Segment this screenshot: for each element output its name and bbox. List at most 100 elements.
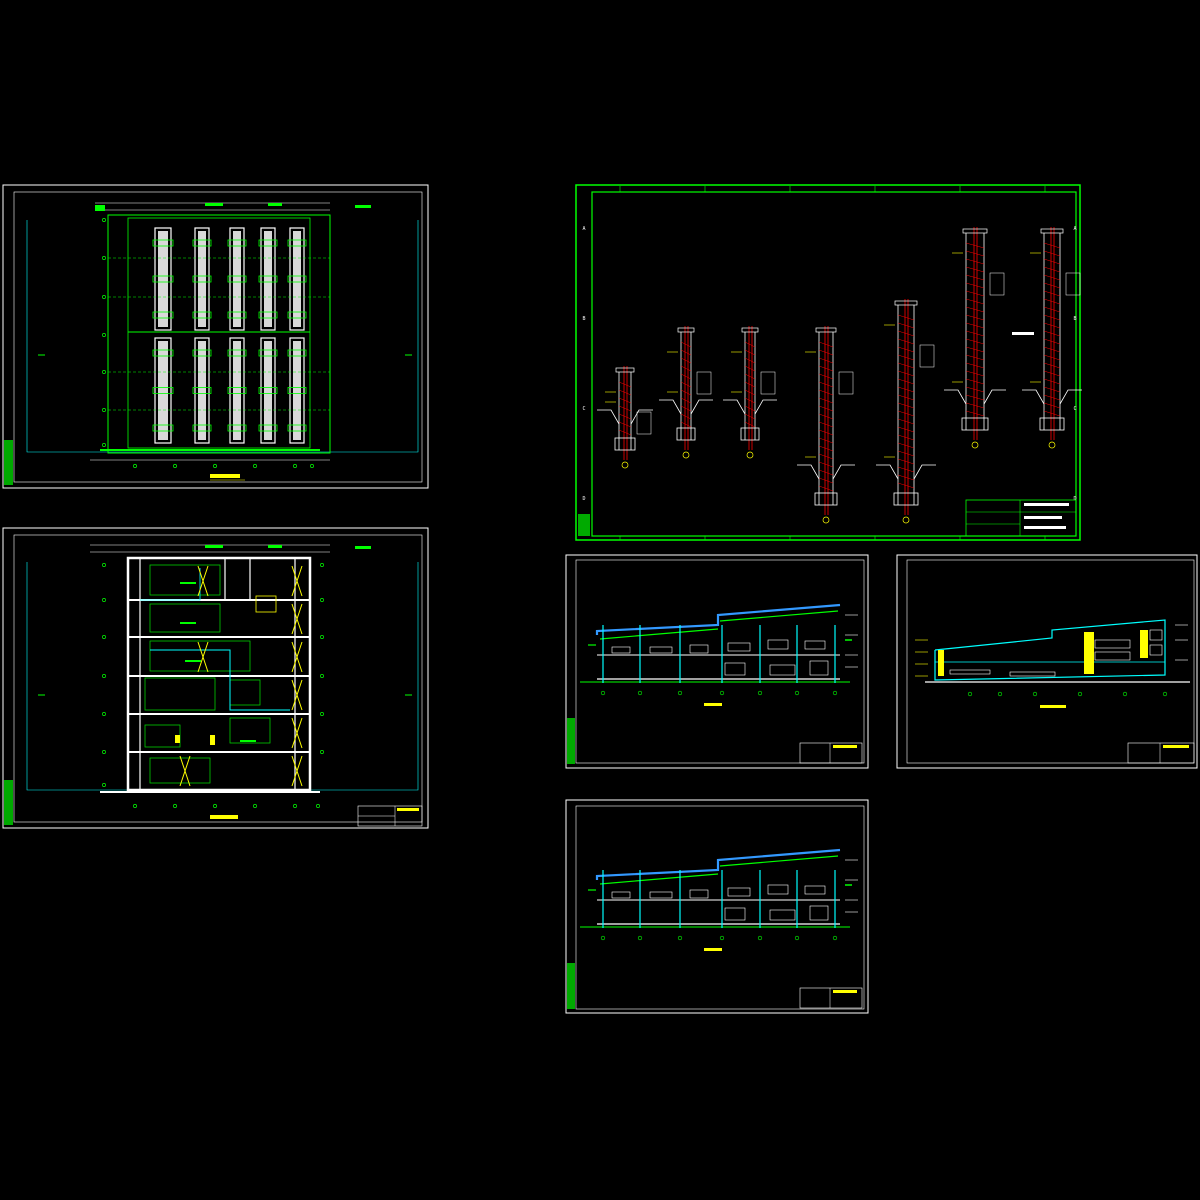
skylight-bracket [258,239,278,247]
axis-bubble [102,783,106,787]
skylight-bracket [287,387,307,394]
skylight-bracket [152,349,174,357]
hatch [897,410,915,417]
axis-bubble [320,712,324,716]
brace [291,603,303,635]
brace [197,641,209,673]
hatch [1043,298,1061,305]
skylight-frame [154,337,172,444]
interior-walls [128,558,310,790]
room-label [180,582,196,584]
axis-bubble [102,563,106,567]
axis-bubble [320,635,324,639]
sheet-outer-frame [575,184,1081,541]
bracket [597,409,620,425]
site-boundary [26,220,419,453]
column-cap [615,367,635,373]
hatch [818,461,834,468]
hatch [818,357,834,364]
bracket [983,389,1006,405]
skylight-bracket [152,387,174,394]
hatch [897,474,915,481]
detail-bubble [682,451,690,459]
equipment [809,660,829,676]
axis-bubbles [38,218,412,468]
title-block-text [397,808,419,811]
sheet-inner-frame [13,534,423,823]
hatch [965,306,985,313]
sheet-section-b[interactable] [565,799,869,1014]
title-block-text [1024,503,1069,506]
sheet-outer-frame [565,554,869,769]
hatch [818,477,834,484]
window [1009,671,1056,677]
skylight-glass [158,341,168,440]
sheet-inner-frame [575,559,865,764]
axis-bubble [133,464,137,468]
opening [767,884,789,895]
drawing-title-bar [210,815,238,819]
hatch [1043,258,1061,265]
title-strip [578,514,590,536]
axis-bubble [133,804,137,808]
opening [611,646,631,654]
bracket [723,399,746,415]
axis-bubble [637,690,643,696]
column-cap [815,327,837,333]
frame-row-label: A [582,226,585,232]
sheet-roof-plan[interactable] [2,184,429,489]
sheet-inner-frame [591,191,1077,537]
skylight-bracket [287,311,307,319]
yellow-panel [1140,630,1148,658]
axis-bubble [794,690,800,696]
building-section [580,603,858,696]
hatch [818,453,834,460]
skylight-bracket [192,387,212,394]
hatch [1043,290,1061,297]
hatch [1043,330,1061,337]
axis-bubble [102,750,106,754]
hatch [744,389,756,396]
equipment [724,907,746,921]
hatch [1043,282,1061,289]
hatch [744,405,756,412]
axis-bubble [173,464,177,468]
axis-bubble [316,804,320,808]
facade-outline [934,619,1166,681]
hatch [965,282,985,289]
title-block [1127,742,1195,764]
frame-row-label: C [582,406,585,412]
skylight-glass [233,341,241,440]
skylight-bracket [192,311,212,319]
equipment [210,735,215,745]
sheet-inner-frame [13,191,423,483]
hatch [965,410,985,417]
skylight-frame [260,227,276,331]
sheet-outer-frame [2,184,429,489]
hatch [965,242,985,249]
sheet-elevation[interactable] [896,554,1198,769]
hatch [897,354,915,361]
skylight-frame [260,337,276,444]
column-cap [894,300,918,306]
skylight-glass [293,231,301,327]
bracket [797,464,820,480]
brace [197,565,209,597]
axis-bubble [600,690,606,696]
hatch [744,341,756,348]
skylight-bracket [152,424,174,432]
hatch [965,258,985,265]
skylight-glass [293,341,301,440]
brace [291,717,303,749]
hatch [965,314,985,321]
detail-bubble [621,461,629,469]
hatch [897,338,915,345]
sheet-section-a[interactable] [565,554,869,769]
axis-bubble [102,712,106,716]
sheet-floor-plan[interactable] [2,527,429,829]
hatch [965,290,985,297]
hatch [680,413,692,420]
opening [649,646,673,654]
